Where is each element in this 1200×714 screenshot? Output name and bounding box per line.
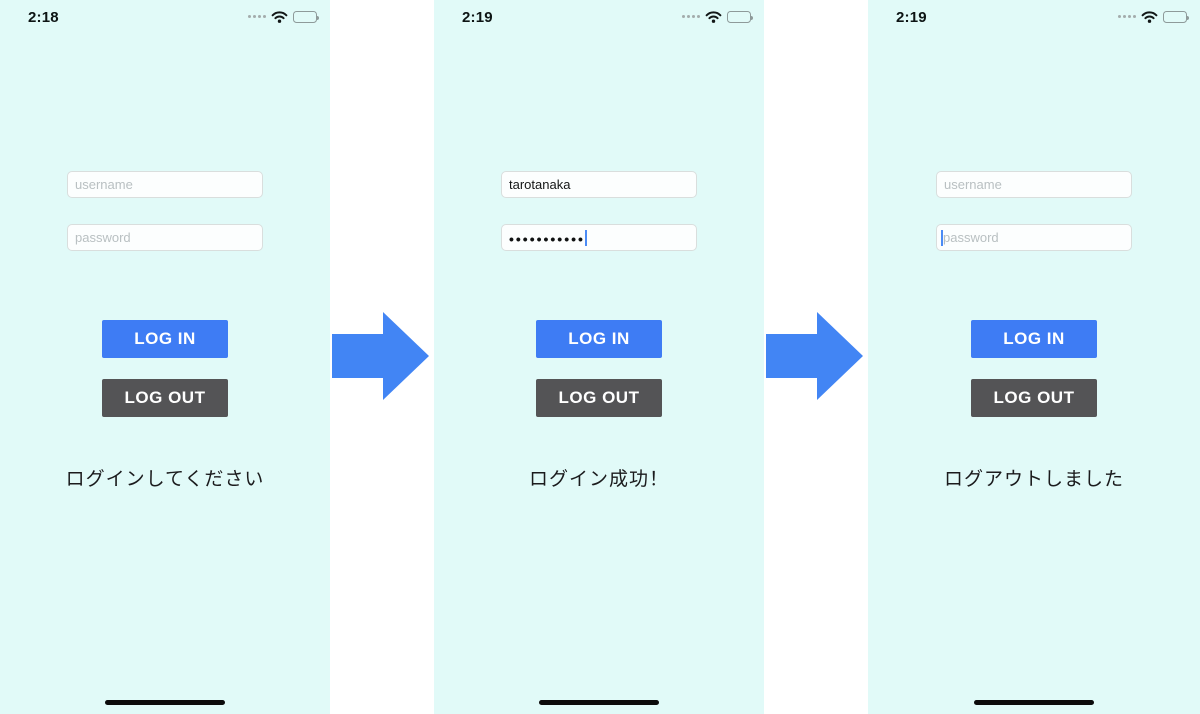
text-cursor [941,229,943,246]
password-placeholder: password [75,230,131,245]
username-input[interactable]: username [67,171,263,198]
status-time: 2:19 [896,9,927,26]
logout-button[interactable]: LOG OUT [102,379,228,417]
cellular-signal-icon [1118,14,1136,20]
home-indicator[interactable] [539,700,659,705]
phone-screen-1: 2:18 username password LOG IN LOG OUT ログ… [0,0,330,714]
cellular-signal-icon [248,14,266,20]
username-input[interactable]: username [936,171,1132,198]
logout-button[interactable]: LOG OUT [536,379,662,417]
wifi-icon [1141,11,1158,23]
login-button[interactable]: LOG IN [102,320,228,358]
battery-icon [1163,11,1189,23]
phone-screen-3: 2:19 username password LOG IN LOG OUT ログ… [868,0,1200,714]
username-placeholder: username [75,177,133,192]
wifi-icon [705,11,722,23]
password-input[interactable]: password [67,224,263,251]
wifi-icon [271,11,288,23]
flow-arrow-icon [330,309,434,403]
password-input[interactable]: password [936,224,1132,251]
password-placeholder: password [943,230,999,245]
status-icons [1118,11,1189,23]
username-placeholder: username [944,177,1002,192]
password-input[interactable]: ••••••••••• [501,224,697,251]
home-indicator[interactable] [974,700,1094,705]
text-cursor [584,229,587,246]
home-indicator[interactable] [105,700,225,705]
phone-screen-2: 2:19 tarotanaka ••••••••••• LOG IN LOG O… [434,0,764,714]
cellular-signal-icon [682,14,700,20]
flow-arrow-icon [764,309,868,403]
battery-icon [293,11,319,23]
logout-button[interactable]: LOG OUT [971,379,1097,417]
status-message: ログアウトしました [943,469,1124,490]
status-time: 2:18 [28,9,59,26]
status-time: 2:19 [462,9,493,26]
status-message: ログインしてください [65,469,265,490]
username-input[interactable]: tarotanaka [501,171,697,198]
battery-icon [727,11,753,23]
password-masked-value: ••••••••••• [509,230,585,247]
status-message: ログイン成功！ [528,469,669,490]
login-button[interactable]: LOG IN [536,320,662,358]
status-icons [248,11,319,23]
login-button[interactable]: LOG IN [971,320,1097,358]
status-icons [682,11,753,23]
username-value: tarotanaka [509,177,571,192]
